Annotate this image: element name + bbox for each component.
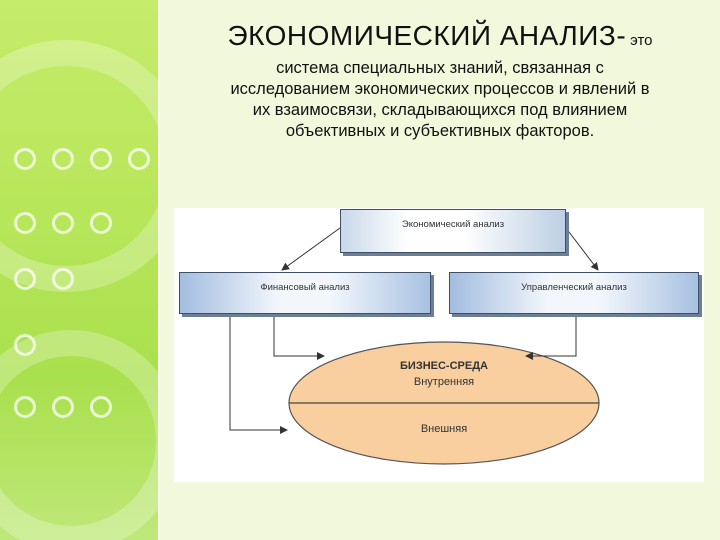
decorative-dot: [14, 334, 36, 356]
definition-text: система специальных знаний, связанная с …: [170, 58, 710, 142]
internal-environment-label: Внутренняя: [413, 376, 475, 388]
arrow-managerial-to-inner: [525, 316, 577, 360]
business-environment-label: БИЗНЕС-СРЕДА: [400, 360, 488, 372]
decorative-dot: [52, 396, 74, 418]
decorative-dot: [52, 212, 74, 234]
decorative-dot: [14, 268, 36, 290]
decorative-dot: [90, 212, 112, 234]
analysis-diagram: Экономический анализ Финансовый анализ У…: [174, 208, 704, 482]
decorative-dot: [128, 148, 150, 170]
definition-line: объективных и субъективных факторов.: [285, 122, 595, 140]
decorative-dot: [52, 148, 74, 170]
decorative-dot: [14, 148, 36, 170]
diagram-connectors: [229, 227, 600, 465]
decorative-left-band: [0, 0, 158, 540]
title-block: ЭКОНОМИЧЕСКИЙ АНАЛИЗ-это система специал…: [170, 20, 710, 142]
external-environment-label: Внешняя: [420, 423, 468, 435]
definition-line: их взаимосвязи, складывающихся под влиян…: [252, 101, 628, 119]
decorative-dot: [90, 396, 112, 418]
decorative-dot: [14, 396, 36, 418]
decorative-dot: [52, 268, 74, 290]
arrow-financial-to-outer: [229, 316, 288, 434]
decorative-dot: [90, 148, 112, 170]
title-suffix: это: [630, 32, 653, 49]
arrow-to-managerial: [565, 227, 599, 271]
managerial-analysis-box: Управленческий анализ: [449, 272, 699, 314]
definition-line: система специальных знаний, связанная с: [276, 59, 604, 77]
decorative-ring: [0, 330, 158, 540]
definition-line: исследованием экономических процессов и …: [230, 80, 650, 98]
arrow-financial-to-inner: [273, 316, 325, 360]
page-title: ЭКОНОМИЧЕСКИЙ АНАЛИЗ-: [227, 20, 627, 51]
arrow-to-financial: [281, 227, 341, 271]
economic-analysis-box: Экономический анализ: [340, 209, 566, 253]
decorative-dot: [14, 212, 36, 234]
title-line: ЭКОНОМИЧЕСКИЙ АНАЛИЗ-это: [170, 20, 710, 52]
financial-analysis-box: Финансовый анализ: [179, 272, 431, 314]
